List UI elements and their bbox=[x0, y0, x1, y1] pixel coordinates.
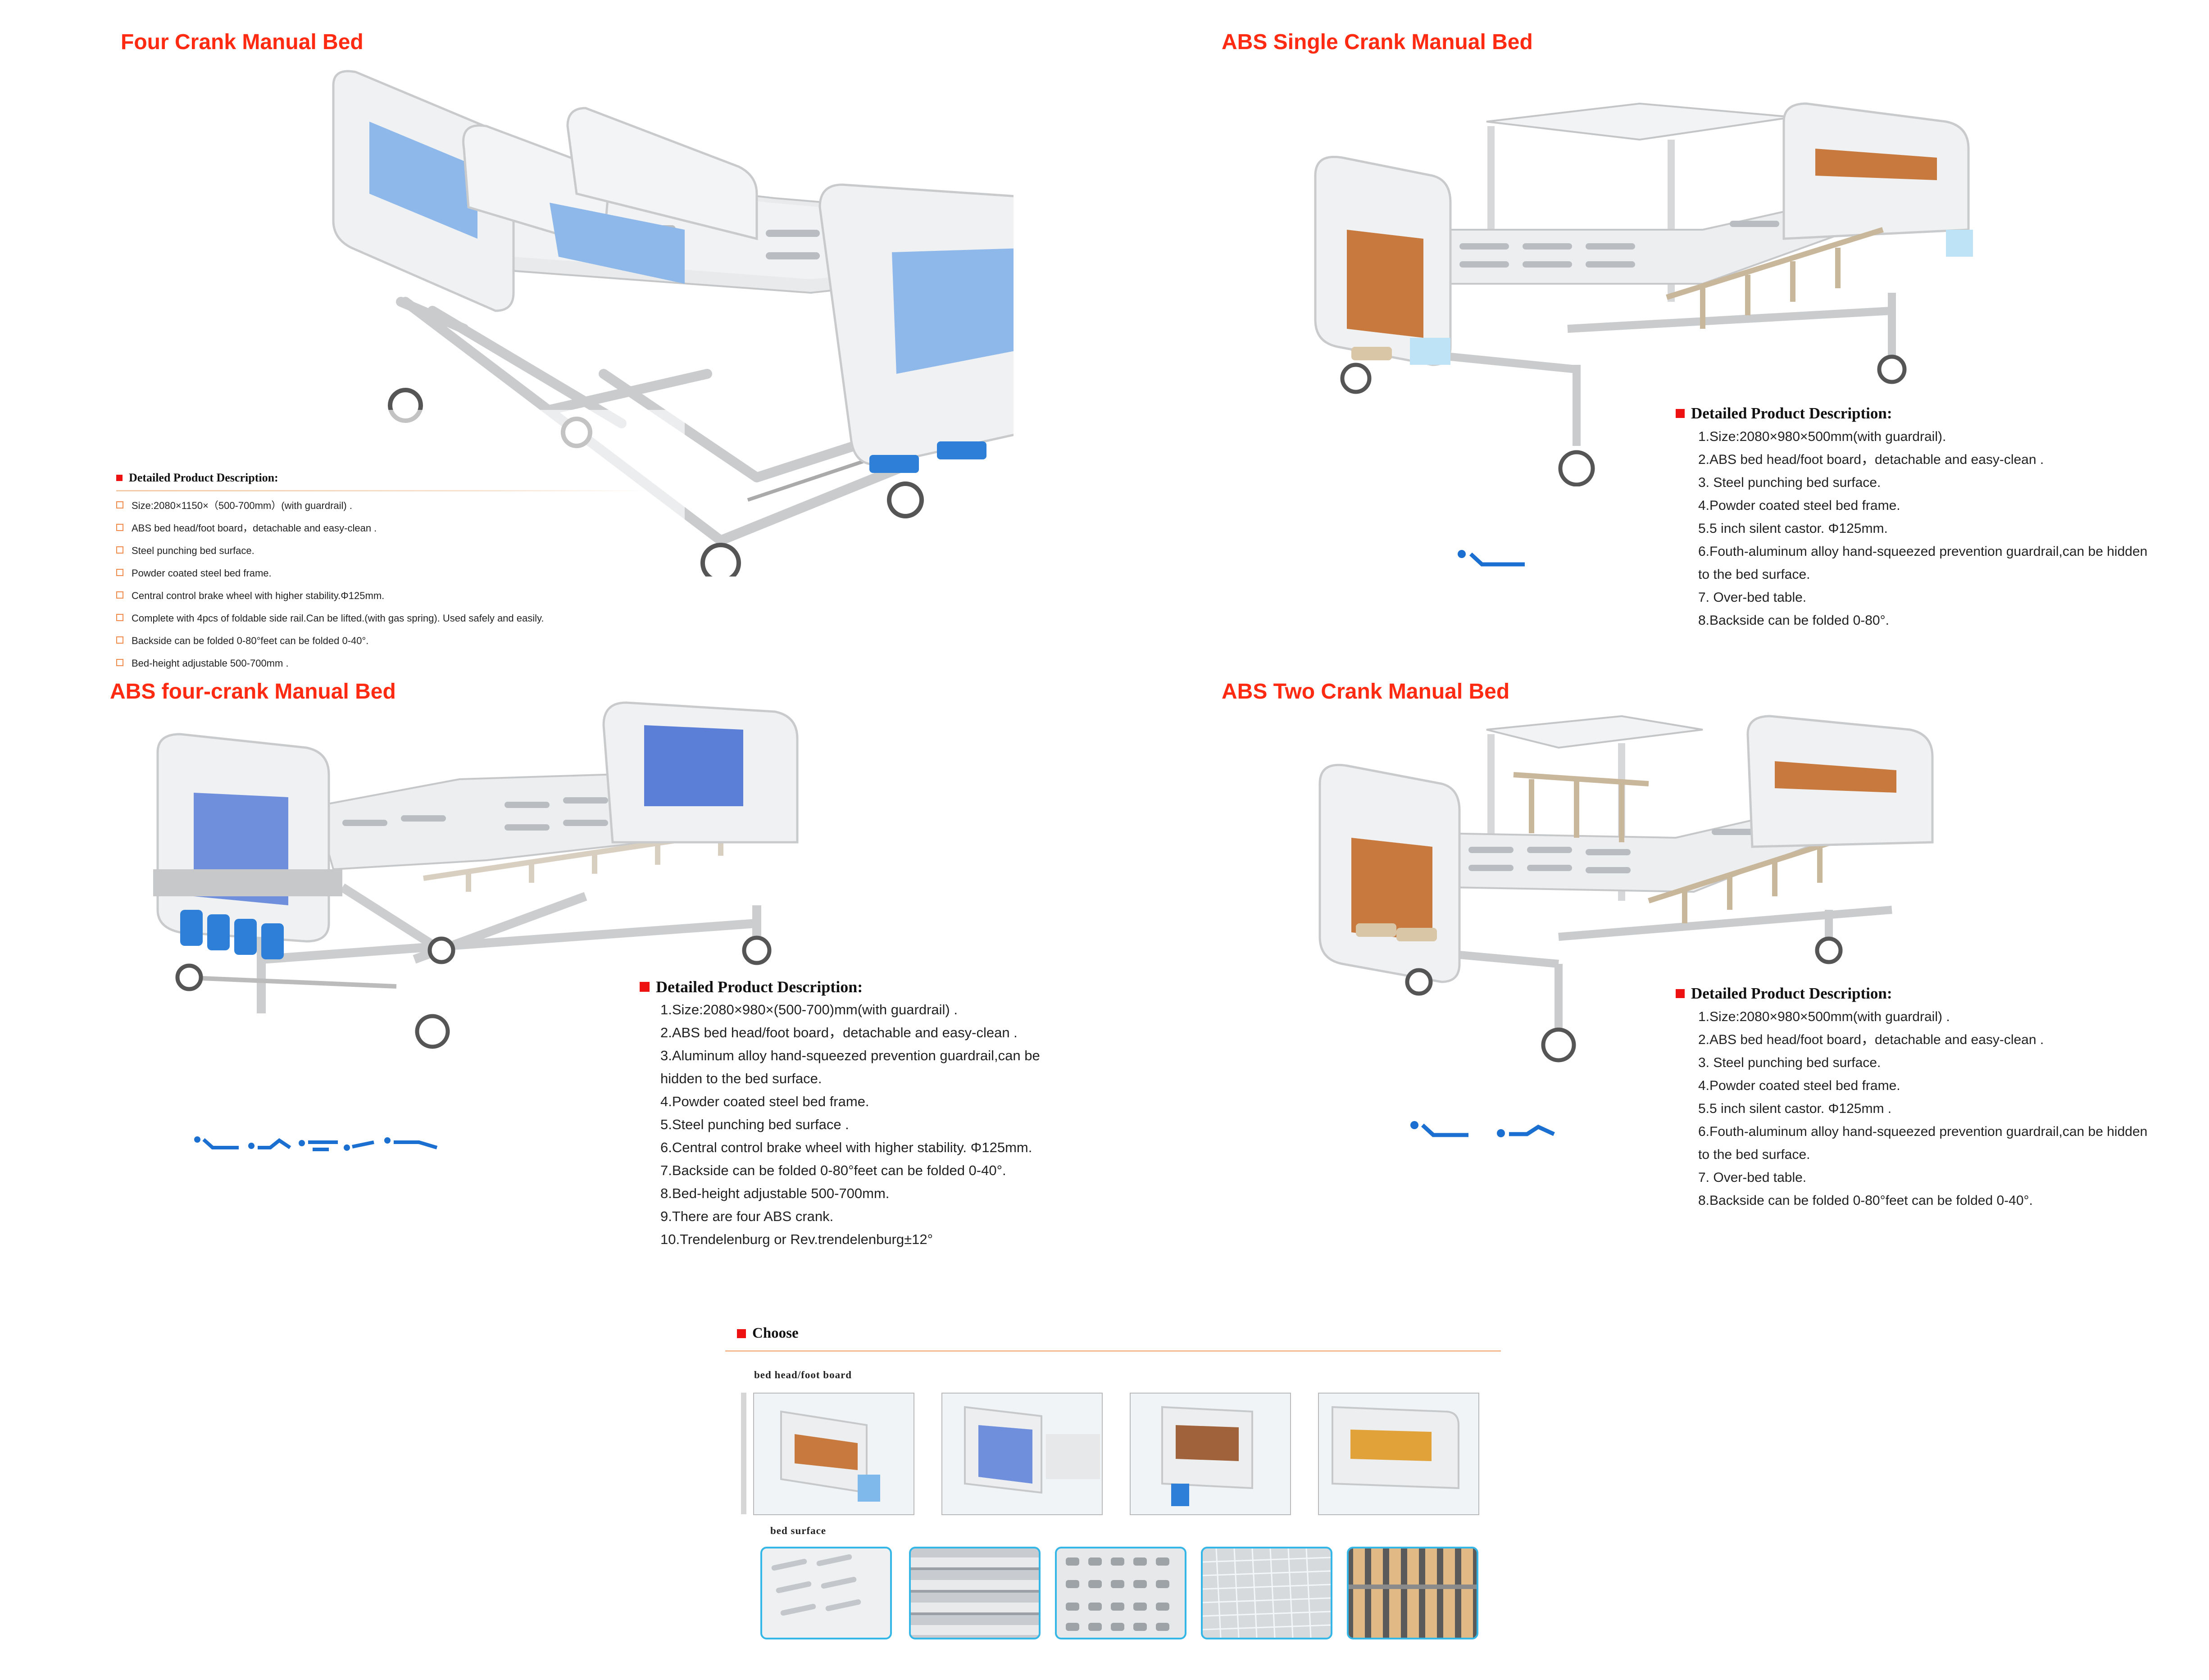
headboard-option-blue[interactable] bbox=[941, 1393, 1103, 1515]
wood-slat-surface-thumb bbox=[1349, 1548, 1477, 1638]
perforated-surface-thumb bbox=[1066, 1557, 1169, 1631]
abs-four-crank-desc-list: 1.Size:2080×980×(500-700)mm(with guardra… bbox=[660, 998, 1040, 1251]
four-crank-desc-underline bbox=[116, 490, 648, 491]
list-item: 8.Backside can be folded 0-80°. bbox=[1698, 613, 1889, 628]
checkbox-bullet-icon bbox=[116, 546, 123, 554]
surface-option-wood-slats[interactable] bbox=[1347, 1547, 1478, 1639]
checkbox-bullet-icon bbox=[116, 569, 123, 577]
list-item: 3.Aluminum alloy hand-squeezed preventio… bbox=[660, 1048, 1040, 1063]
red-square-icon bbox=[737, 1329, 746, 1338]
abs-single-crank-bed-image bbox=[1314, 102, 1973, 486]
checkbox-bullet-icon bbox=[116, 636, 123, 644]
red-square-icon bbox=[116, 475, 123, 481]
list-item: ABS bed head/foot board，detachable and e… bbox=[116, 517, 544, 540]
list-item: Size:2080×1150×（500-700mm）(with guardrai… bbox=[116, 495, 544, 517]
list-item: 5.Steel punching bed surface . bbox=[660, 1117, 849, 1132]
red-square-icon bbox=[1676, 989, 1685, 998]
headboard-wood-dark-thumb-image bbox=[1131, 1394, 1290, 1514]
backrest-knee-position-icon bbox=[1410, 1121, 1555, 1137]
abs-single-crank-desc-list: 1.Size:2080×980×500mm(with guardrail). 2… bbox=[1698, 425, 2147, 632]
list-item: 6.Fouth-aluminum alloy hand-squeezed pre… bbox=[1698, 544, 2148, 559]
list-item: 4.Powder coated steel bed frame. bbox=[1698, 498, 1900, 513]
checkbox-bullet-icon bbox=[116, 659, 123, 667]
mesh-surface-thumb bbox=[1203, 1548, 1331, 1638]
list-item: 7. Over-bed table. bbox=[1698, 1170, 1807, 1185]
list-item: 4.Powder coated steel bed frame. bbox=[1698, 1078, 1900, 1093]
list-item: to the bed surface. bbox=[1698, 1147, 1810, 1162]
list-item: 8.Backside can be folded 0-80°feet can b… bbox=[1698, 1193, 2033, 1208]
list-item: 1.Size:2080×980×500mm(with guardrail) . bbox=[1698, 1009, 1950, 1024]
list-item: 3. Steel punching bed surface. bbox=[1698, 1055, 1881, 1070]
checkbox-bullet-icon bbox=[116, 591, 123, 599]
list-item: 8.Bed-height adjustable 500-700mm. bbox=[660, 1185, 890, 1201]
surface-option-tubes[interactable] bbox=[909, 1547, 1041, 1639]
list-item: Central control brake wheel with higher … bbox=[116, 585, 544, 607]
choose-underline bbox=[725, 1350, 1501, 1352]
abs-two-crank-desc-list: 1.Size:2080×980×500mm(with guardrail) . … bbox=[1698, 1005, 2147, 1212]
headboard-yellow-thumb-image bbox=[1319, 1394, 1478, 1514]
list-item: 6.Central control brake wheel with highe… bbox=[660, 1140, 1032, 1155]
surface-option-punched[interactable] bbox=[760, 1547, 892, 1639]
surface-option-perforated[interactable] bbox=[1055, 1547, 1186, 1639]
punched-steel-surface-thumb bbox=[771, 1554, 861, 1616]
list-item: Powder coated steel bed frame. bbox=[116, 562, 544, 585]
surface-option-label: bed surface bbox=[770, 1525, 827, 1536]
list-item: Bed-height adjustable 500-700mm . bbox=[116, 652, 544, 675]
abs-four-crank-desc-heading: Detailed Product Description: bbox=[640, 977, 863, 996]
checkbox-bullet-icon bbox=[116, 524, 123, 531]
abs-two-crank-bed-image bbox=[1318, 715, 1934, 1062]
choose-heading: Choose bbox=[737, 1325, 799, 1342]
list-item: 7.Backside can be folded 0-80°feet can b… bbox=[660, 1162, 1006, 1178]
list-item: 1.Size:2080×980×500mm(with guardrail). bbox=[1698, 429, 1946, 444]
abs-single-crank-desc-heading: Detailed Product Description: bbox=[1676, 404, 1892, 422]
list-item: to the bed surface. bbox=[1698, 567, 1810, 582]
headboard-options-sidebar bbox=[741, 1393, 746, 1514]
abs-single-crank-title: ABS Single Crank Manual Bed bbox=[1222, 30, 1533, 54]
list-item: 7. Over-bed table. bbox=[1698, 590, 1807, 605]
abs-two-crank-title: ABS Two Crank Manual Bed bbox=[1222, 680, 1510, 704]
list-item: 6.Fouth-aluminum alloy hand-squeezed pre… bbox=[1698, 1124, 2148, 1139]
list-item: 3. Steel punching bed surface. bbox=[1698, 475, 1881, 490]
headboard-option-label: bed head/foot board bbox=[754, 1369, 852, 1380]
headboard-blue-thumb-image bbox=[942, 1394, 1102, 1514]
red-square-icon bbox=[640, 982, 650, 992]
abs-four-crank-bed-image bbox=[153, 701, 799, 1049]
list-item: hidden to the bed surface. bbox=[660, 1071, 822, 1086]
four-crank-desc-list: Size:2080×1150×（500-700mm）(with guardrai… bbox=[116, 495, 544, 675]
abs-two-crank-desc-heading: Detailed Product Description: bbox=[1676, 985, 1892, 1003]
list-item: 2.ABS bed head/foot board，detachable and… bbox=[660, 1025, 1018, 1040]
four-crank-desc-heading: Detailed Product Description: bbox=[116, 471, 278, 485]
list-item: Steel punching bed surface. bbox=[116, 540, 544, 562]
list-item: 2.ABS bed head/foot board，detachable and… bbox=[1698, 1032, 2044, 1047]
list-item: Complete with 4pcs of foldable side rail… bbox=[116, 607, 544, 630]
checkbox-bullet-icon bbox=[116, 501, 123, 509]
list-item: 10.Trendelenburg or Rev.trendelenburg±12… bbox=[660, 1231, 933, 1247]
list-item: 5.5 inch silent castor. Φ125mm . bbox=[1698, 1101, 1892, 1116]
list-item: 1.Size:2080×980×(500-700)mm(with guardra… bbox=[660, 1002, 958, 1017]
four-crank-title: Four Crank Manual Bed bbox=[121, 30, 364, 54]
headboard-option-yellow[interactable] bbox=[1318, 1393, 1479, 1515]
list-item: 2.ABS bed head/foot board，detachable and… bbox=[1698, 452, 2044, 467]
bed-positions-icon bbox=[194, 1136, 438, 1151]
red-square-icon bbox=[1676, 409, 1685, 418]
tube-surface-thumb bbox=[911, 1557, 1039, 1635]
four-crank-bed-image bbox=[315, 70, 1014, 577]
backrest-position-icon bbox=[1458, 550, 1525, 567]
list-item: 5.5 inch silent castor. Φ125mm. bbox=[1698, 521, 1888, 536]
checkbox-bullet-icon bbox=[116, 614, 123, 622]
abs-four-crank-title: ABS four-crank Manual Bed bbox=[110, 680, 396, 704]
surface-option-mesh[interactable] bbox=[1201, 1547, 1332, 1639]
list-item: 9.There are four ABS crank. bbox=[660, 1208, 834, 1224]
headboard-option-wood[interactable] bbox=[753, 1393, 914, 1515]
headboard-option-wood-dark[interactable] bbox=[1130, 1393, 1291, 1515]
list-item: 4.Powder coated steel bed frame. bbox=[660, 1094, 869, 1109]
headboard-wood-thumb-image bbox=[754, 1394, 914, 1514]
list-item: Backside can be folded 0-80°feet can be … bbox=[116, 630, 544, 652]
